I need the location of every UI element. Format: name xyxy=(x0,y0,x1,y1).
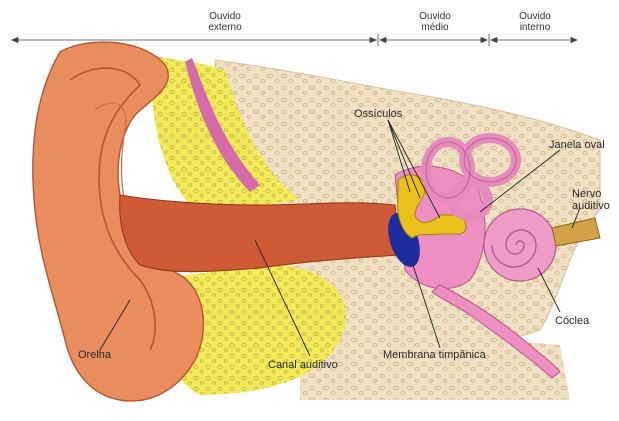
label-pinna: Orelha xyxy=(78,349,111,361)
section-middle-ear-line2: médio xyxy=(400,22,470,33)
label-cochlea: Cóclea xyxy=(555,315,589,327)
section-outer-ear-line2: externo xyxy=(190,22,260,33)
section-outer-ear: Ouvido externo xyxy=(190,11,260,33)
label-auditory-nerve-line1: Nervo xyxy=(572,188,610,200)
label-auditory-nerve: Nervo auditivo xyxy=(572,188,610,212)
section-inner-ear: Ouvido interno xyxy=(500,11,570,33)
section-inner-ear-line1: Ouvido xyxy=(500,11,570,22)
section-middle-ear-line1: Ouvido xyxy=(400,11,470,22)
label-auditory-nerve-line2: auditivo xyxy=(572,200,610,212)
label-oval-window: Janela oval xyxy=(549,139,605,151)
section-outer-ear-line1: Ouvido xyxy=(190,11,260,22)
section-middle-ear: Ouvido médio xyxy=(400,11,470,33)
label-tympanic-membrane: Membrana timpânica xyxy=(383,349,486,361)
section-inner-ear-line2: interno xyxy=(500,22,570,33)
cochlea-shape xyxy=(484,209,556,281)
label-ossicles: Ossículos xyxy=(354,108,402,120)
label-ear-canal: Canal auditivo xyxy=(268,359,338,371)
